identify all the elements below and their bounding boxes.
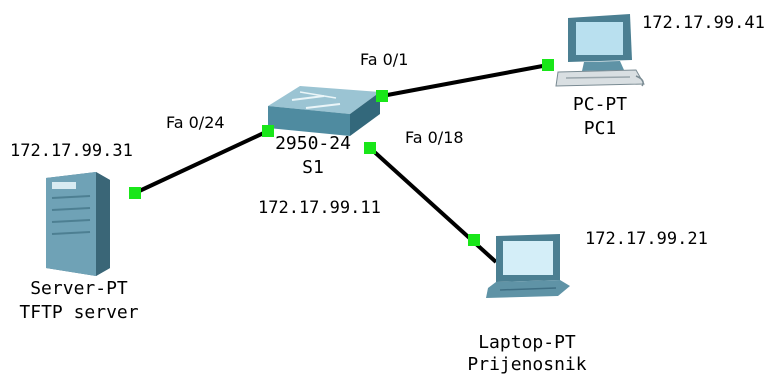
switch-icon[interactable] (268, 86, 380, 136)
port-label-fa0-1: Fa 0/1 (360, 50, 409, 69)
port-label-fa0-24: Fa 0/24 (166, 113, 225, 132)
laptop-type-label: Laptop-PT (478, 332, 576, 353)
link-endpoint-switch-fa0-24 (262, 125, 274, 137)
pc-ip-label: 172.17.99.41 (642, 13, 765, 33)
switch-ip-label: 172.17.99.11 (258, 198, 381, 218)
link-endpoint-laptop (468, 234, 480, 246)
server-ip-label: 172.17.99.31 (10, 141, 133, 161)
pc-icon[interactable] (555, 14, 645, 87)
server-type-label: Server-PT (30, 278, 128, 299)
port-label-fa0-18: Fa 0/18 (405, 128, 464, 147)
link-endpoint-server (129, 187, 141, 199)
pc-name-label: PC1 (583, 118, 617, 139)
pc-label: PC-PT PC1 (555, 96, 645, 138)
switch-model-label: 2950-24 (275, 133, 351, 154)
switch-name-label: S1 (302, 157, 324, 178)
link-server-switch[interactable] (134, 129, 269, 195)
server-label: Server-PT TFTP server (4, 280, 154, 322)
server-icon[interactable] (46, 172, 110, 276)
laptop-ip-label: 172.17.99.21 (585, 229, 708, 249)
link-endpoint-switch-fa0-1 (376, 90, 388, 102)
link-endpoint-switch-fa0-18 (364, 142, 376, 154)
laptop-label: Laptop-PT Prijenosnik (452, 334, 602, 374)
laptop-icon[interactable] (486, 234, 570, 298)
laptop-name-label: Prijenosnik (467, 354, 587, 375)
pc-type-label: PC-PT (572, 94, 628, 115)
link-switch-pc[interactable] (381, 63, 549, 98)
link-endpoint-pc (542, 59, 554, 71)
switch-label: 2950-24 S1 (268, 135, 358, 177)
server-name-label: TFTP server (19, 302, 139, 323)
